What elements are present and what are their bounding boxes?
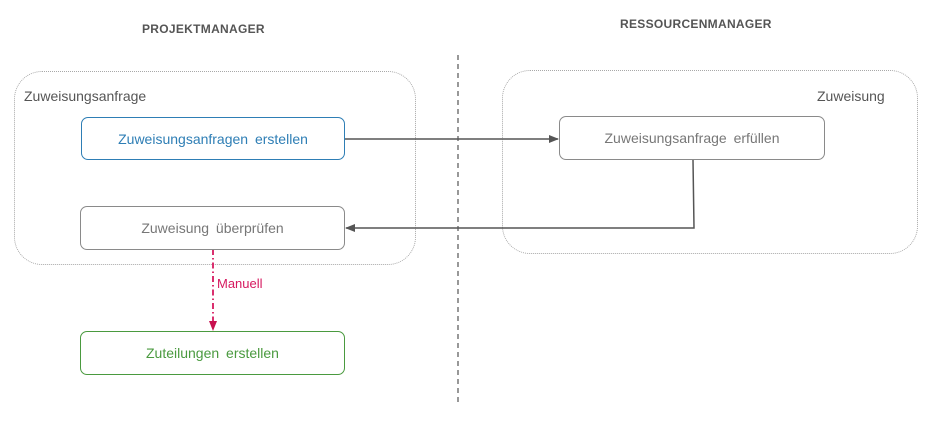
group-label-zuweisungsanfrage: Zuweisungsanfrage — [24, 88, 147, 104]
group-zuweisung — [502, 70, 918, 254]
group-label-zuweisung: Zuweisung — [817, 88, 885, 104]
edge-fulfill-to-review — [345, 159, 695, 232]
group-zuweisungsanfrage — [14, 71, 416, 265]
node-fulfill-request[interactable]: Zuweisungsanfrage erfüllen — [559, 116, 825, 160]
node-review-assignment[interactable]: Zuweisung überprüfen — [80, 206, 345, 250]
node-create-allocations[interactable]: Zuteilungen erstellen — [80, 331, 345, 375]
node-create-request[interactable]: Zuweisungsanfragen erstellen — [81, 117, 345, 160]
lane-title-ressourcenmanager: RESSOURCENMANAGER — [620, 17, 772, 31]
lane-title-projektmanager: PROJEKTMANAGER — [142, 22, 265, 36]
edge-label-manual: Manuell — [217, 276, 263, 291]
